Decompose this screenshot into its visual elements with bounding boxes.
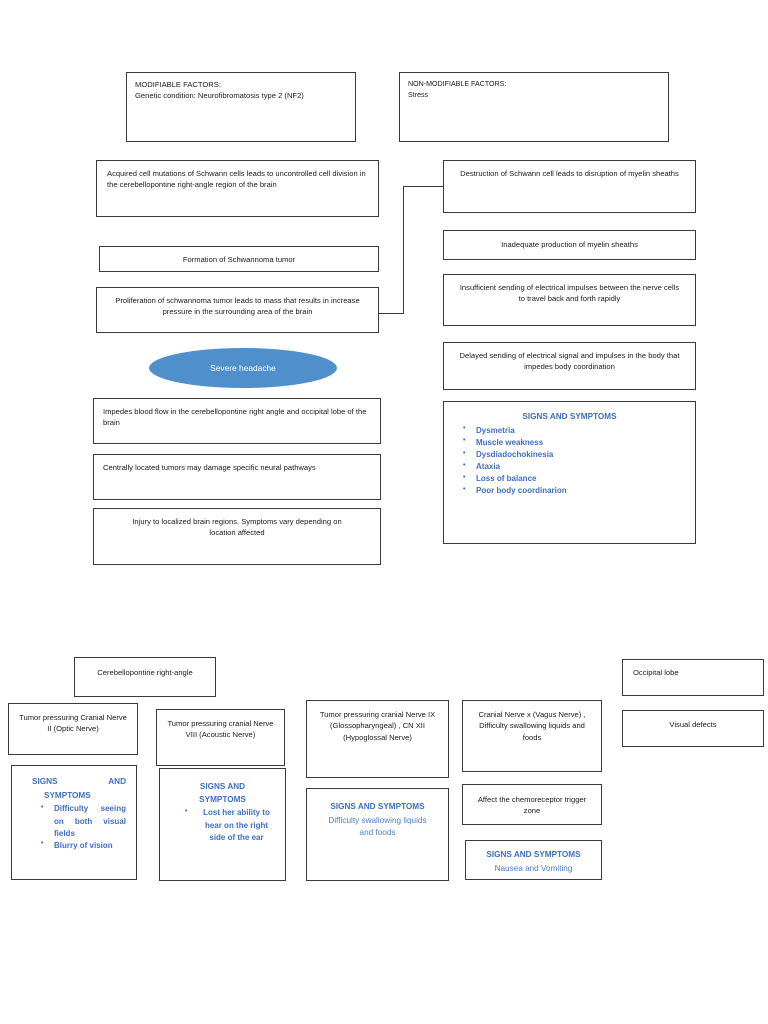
cerebellopontine-right-angle-text: Cerebellopontine right-angle	[97, 668, 193, 677]
cranial-nerve-ix-xii-box: Tumor pressuring cranial Nerve IX (Gloss…	[306, 700, 449, 778]
formation-schwannoma-text: Formation of Schwannoma tumor	[182, 255, 296, 264]
connector-vertical-riser	[402, 186, 404, 314]
modifiable-factors-box: MODIFIABLE FACTORS: Genetic condition: N…	[126, 72, 356, 142]
list-item: Blurry of vision	[41, 839, 126, 852]
non-modifiable-factors-heading: NON-MODIFIABLE FACTORS:	[408, 80, 507, 88]
centrally-located-tumors-box: Centrally located tumors may damage spec…	[93, 454, 381, 500]
list-item: Ataxia	[463, 461, 685, 473]
right-signs-symptoms-box: SIGNS AND SYMPTOMS Dysmetria Muscle weak…	[443, 401, 696, 544]
cranial-nerve-viii-text: Tumor pressuring cranial Nerve VIII (Aco…	[167, 719, 274, 740]
col2-signs-title: SIGNS AND SYMPTOMS	[199, 782, 246, 804]
inadequate-myelin-box: Inadequate production of myelin sheaths	[443, 230, 696, 260]
cranial-nerve-viii-box: Tumor pressuring cranial Nerve VIII (Aco…	[156, 709, 285, 766]
proliferation-text: Proliferation of schwannoma tumor leads …	[115, 296, 360, 317]
cranial-nerve-ii-box: Tumor pressuring Cranial Nerve II (Optic…	[8, 703, 138, 755]
delayed-signal-text: Delayed sending of electrical signal and…	[459, 351, 680, 372]
modifiable-factors-detail: Genetic condition: Neurofibromatosis typ…	[135, 91, 304, 101]
severe-headache-ellipse: Severe headache	[149, 348, 337, 388]
injury-localized-regions-box: Injury to localized brain regions. Sympt…	[93, 508, 381, 565]
col2-signs-symptoms-box: SIGNS AND SYMPTOMS Lost her ability to h…	[159, 768, 286, 881]
list-item: Loss of balance	[463, 473, 685, 485]
non-modifiable-factors-detail: Stress	[408, 90, 429, 99]
col1-signs-word-signs: SIGNS	[32, 777, 58, 786]
right-signs-symptoms-list: Dysmetria Muscle weakness Dysdiadochokin…	[454, 424, 685, 498]
cranial-nerve-x-box: Cranial Nerve x (Vagus Nerve) , Difficul…	[462, 700, 602, 772]
destruction-schwann-box: Destruction of Schwann cell leads to dis…	[443, 160, 696, 213]
col3-signs-symptoms-box: SIGNS AND SYMPTOMS Difficulty swallowing…	[306, 788, 449, 881]
col1-signs-title-line1: SIGNS AND	[24, 776, 126, 789]
list-item: Lost her ability to hear on the right si…	[185, 807, 275, 843]
severe-headache-text: Severe headache	[210, 363, 276, 373]
formation-schwannoma-box: Formation of Schwannoma tumor	[99, 246, 379, 272]
visual-defects-box: Visual defects	[622, 710, 764, 747]
cerebellopontine-right-angle-box: Cerebellopontine right-angle	[74, 657, 216, 697]
col1-signs-symptoms-box: SIGNS AND SYMPTOMS Difficulty seeing on …	[11, 765, 137, 880]
list-item: Poor body coordinarion	[463, 485, 685, 497]
col2-signs-list: Lost her ability to hear on the right si…	[170, 807, 275, 843]
col1-signs-list: Difficulty seeing on both visual fields …	[24, 803, 126, 852]
injury-localized-regions-text: Injury to localized brain regions. Sympt…	[132, 517, 342, 538]
impedes-blood-flow-text: Impedes blood flow in the cerebelloponti…	[103, 407, 367, 428]
proliferation-box: Proliferation of schwannoma tumor leads …	[96, 287, 379, 333]
acquired-mutations-box: Acquired cell mutations of Schwann cells…	[96, 160, 379, 217]
chemoreceptor-trigger-zone-text: Affect the chemoreceptor trigger zone	[477, 795, 587, 816]
destruction-schwann-text: Destruction of Schwann cell leads to dis…	[460, 169, 679, 178]
insufficient-impulses-text: Insufficient sending of electrical impul…	[459, 283, 680, 304]
col1-signs-title-line2: SYMPTOMS	[44, 790, 91, 800]
delayed-signal-box: Delayed sending of electrical signal and…	[443, 342, 696, 390]
insufficient-impulses-box: Insufficient sending of electrical impul…	[443, 274, 696, 326]
visual-defects-text: Visual defects	[669, 720, 717, 729]
impedes-blood-flow-box: Impedes blood flow in the cerebelloponti…	[93, 398, 381, 444]
occipital-lobe-text: Occipital lobe	[633, 668, 679, 677]
modifiable-factors-heading: MODIFIABLE FACTORS:	[135, 80, 221, 89]
occipital-lobe-box: Occipital lobe	[622, 659, 764, 696]
acquired-mutations-text: Acquired cell mutations of Schwann cells…	[107, 169, 366, 190]
col3-signs-title: SIGNS AND SYMPTOMS	[330, 802, 425, 811]
inadequate-myelin-text: Inadequate production of myelin sheaths	[501, 240, 638, 249]
col4-signs-symptoms-box: SIGNS AND SYMPTOMS Nausea and Vomiting	[465, 840, 602, 880]
connector-destruction-horizontal	[402, 186, 444, 188]
chemoreceptor-trigger-zone-box: Affect the chemoreceptor trigger zone	[462, 784, 602, 825]
right-signs-symptoms-title: SIGNS AND SYMPTOMS	[522, 412, 617, 421]
col3-signs-detail: Difficulty swallowing liquids and foods	[328, 815, 427, 838]
cranial-nerve-ix-xii-text: Tumor pressuring cranial Nerve IX (Gloss…	[319, 710, 436, 742]
col1-signs-word-and: AND	[108, 777, 126, 786]
non-modifiable-factors-box: NON-MODIFIABLE FACTORS: Stress	[399, 72, 669, 142]
cranial-nerve-x-text: Cranial Nerve x (Vagus Nerve) , Difficul…	[478, 710, 586, 742]
list-item: Muscle weakness	[463, 436, 685, 449]
list-item: Difficulty seeing on both visual fields	[41, 803, 126, 839]
col4-signs-detail: Nausea and Vomiting	[494, 863, 573, 873]
connector-proliferation-horizontal	[379, 313, 404, 315]
centrally-located-tumors-text: Centrally located tumors may damage spec…	[103, 463, 316, 472]
list-item: Dysdiadochokinesia	[463, 449, 685, 461]
cranial-nerve-ii-text: Tumor pressuring Cranial Nerve II (Optic…	[19, 713, 127, 734]
list-item: Dysmetria	[463, 424, 685, 437]
col4-signs-title: SIGNS AND SYMPTOMS	[486, 850, 581, 859]
